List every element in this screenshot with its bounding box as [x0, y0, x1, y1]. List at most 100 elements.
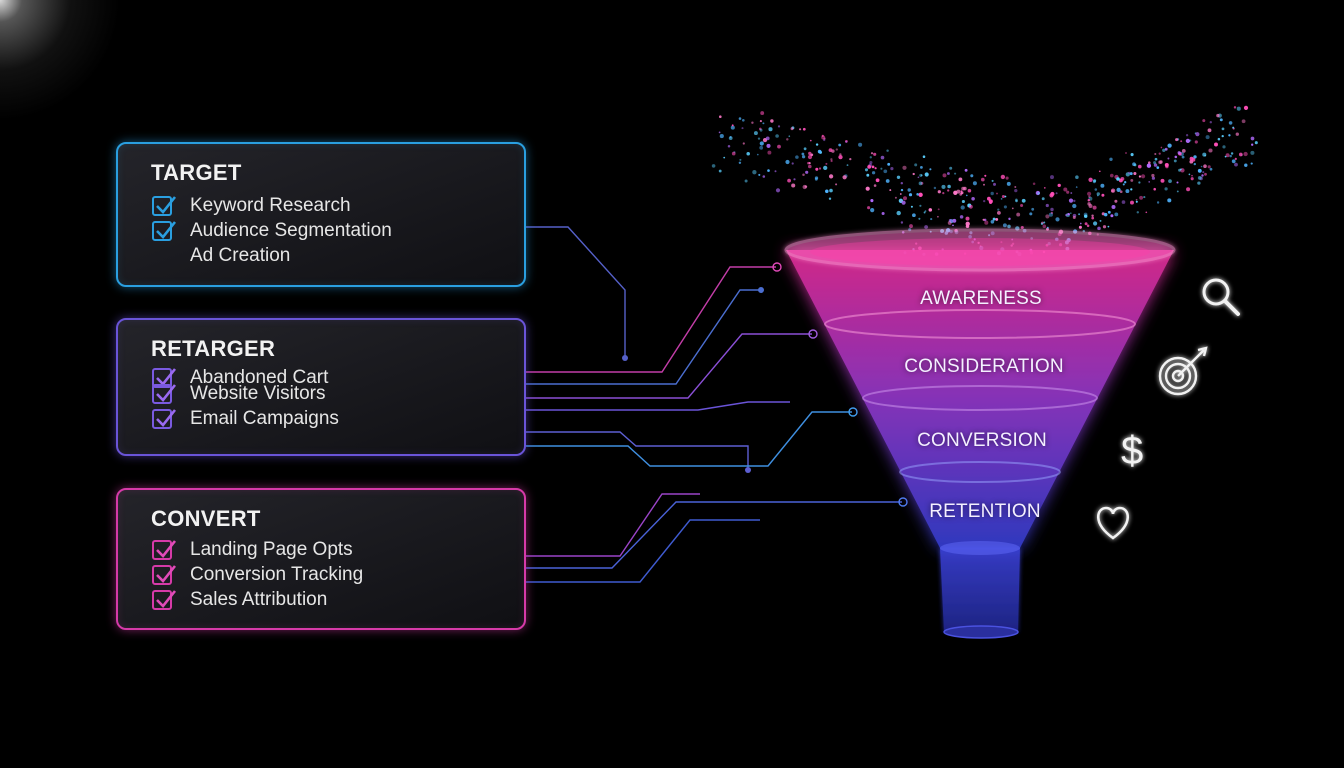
checkbox[interactable]: [152, 409, 177, 429]
particle: [1072, 216, 1076, 219]
particle: [1133, 163, 1137, 167]
particle: [774, 170, 777, 173]
particle: [1057, 183, 1061, 188]
particle: [825, 189, 829, 194]
particle: [1050, 211, 1054, 215]
particle: [1160, 146, 1163, 149]
particle: [967, 188, 972, 193]
particle: [924, 210, 927, 212]
checklist-label: Keyword Research: [190, 195, 351, 216]
checkmark-icon: [156, 221, 177, 239]
particle: [1208, 148, 1213, 153]
particle: [1130, 200, 1134, 205]
particle: [1138, 175, 1141, 178]
particle: [964, 168, 968, 172]
particle: [971, 197, 975, 201]
checkbox[interactable]: [152, 590, 177, 610]
particle: [1072, 203, 1077, 209]
particle: [990, 191, 994, 196]
particle: [1188, 173, 1191, 176]
target-icon: [1158, 346, 1208, 396]
particle: [901, 200, 906, 205]
particle: [900, 181, 904, 185]
particle: [1032, 182, 1036, 185]
checkmark-icon: [156, 196, 177, 214]
particle: [896, 210, 901, 216]
particle: [1156, 201, 1160, 204]
particle: [1093, 179, 1097, 183]
particle: [1207, 128, 1212, 133]
particle: [762, 122, 765, 125]
particle: [866, 173, 870, 177]
particle: [996, 192, 998, 195]
particle: [870, 199, 874, 203]
particle: [1153, 161, 1157, 165]
particle: [947, 220, 952, 225]
checkbox[interactable]: [152, 221, 177, 241]
particle: [1055, 217, 1060, 222]
particle: [1087, 191, 1092, 196]
particle: [889, 189, 892, 192]
particle: [1160, 178, 1165, 183]
particle: [759, 145, 764, 150]
particle: [1107, 225, 1110, 228]
particle: [1148, 161, 1151, 164]
particle: [1103, 212, 1108, 217]
particle: [909, 224, 913, 229]
particle: [912, 213, 916, 218]
particle: [1250, 162, 1253, 165]
particle: [937, 215, 939, 218]
particle: [802, 184, 807, 190]
particle: [875, 178, 880, 183]
particle: [903, 196, 907, 201]
particle: [815, 167, 819, 171]
checkbox[interactable]: [152, 384, 177, 404]
particle: [759, 127, 762, 131]
particle: [924, 225, 929, 229]
particle: [1050, 191, 1055, 197]
particle: [1122, 183, 1125, 186]
funnel-divider: [899, 461, 1061, 483]
particle: [1075, 186, 1078, 188]
particle: [867, 206, 871, 210]
checkbox[interactable]: [152, 565, 177, 585]
spout-bottom: [943, 625, 1019, 639]
particle: [759, 128, 763, 132]
particle: [759, 141, 764, 146]
particle: [941, 184, 946, 189]
particle: [908, 193, 913, 197]
particle: [899, 193, 902, 195]
checklist-label: Conversion Tracking: [190, 564, 364, 585]
particle: [920, 174, 923, 177]
particle: [1068, 198, 1074, 203]
connector-line: [526, 493, 700, 557]
particle: [823, 138, 826, 142]
card-target: TARGET Keyword Research Audience Segment…: [116, 142, 526, 287]
particle: [1219, 118, 1223, 122]
checkbox[interactable]: [152, 196, 177, 216]
particle: [1073, 199, 1076, 203]
particle: [947, 189, 950, 192]
particle: [1207, 165, 1211, 169]
particle: [777, 125, 781, 128]
particle: [1143, 196, 1146, 199]
particle: [1101, 193, 1105, 197]
checkbox[interactable]: [152, 540, 177, 560]
particle: [1200, 165, 1203, 168]
particle: [1091, 214, 1094, 218]
particle: [817, 149, 822, 154]
particle: [989, 201, 993, 204]
funnel-rim-inner: [810, 238, 1150, 266]
card-title: TARGET: [151, 160, 242, 185]
particle: [919, 173, 923, 177]
particle: [1148, 181, 1151, 183]
funnel-divider: [862, 385, 1098, 411]
particle: [942, 173, 947, 178]
particle: [983, 183, 985, 186]
particle: [815, 143, 819, 146]
particle: [858, 142, 863, 147]
particle: [1254, 141, 1258, 145]
particle: [961, 199, 965, 204]
particle: [1079, 222, 1082, 225]
particle: [886, 149, 889, 152]
